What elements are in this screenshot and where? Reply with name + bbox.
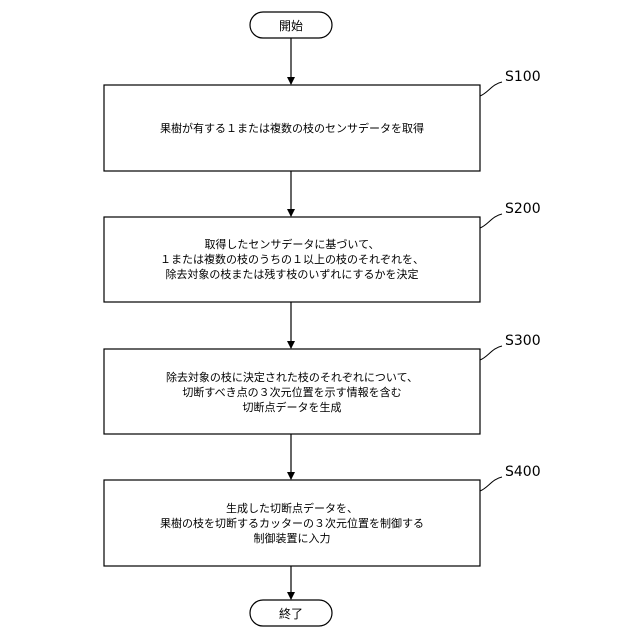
leader-s300 xyxy=(480,346,502,360)
step-text-s200-line-1: 取得したセンサデータに基づいて、 xyxy=(204,237,379,251)
end-label: 終了 xyxy=(279,606,303,621)
leader-s200 xyxy=(480,214,502,228)
step-text-s400-line-1: 生成した切断点データを、 xyxy=(226,501,358,515)
step-text-s200-line-2: １または複数の枝のうちの１以上の枝のそれぞれを、 xyxy=(160,252,424,266)
step-id-s400: S400 xyxy=(505,464,541,480)
step-text-s400-line-2: 果樹の枝を切断するカッターの３次元位置を制御する xyxy=(160,516,424,530)
step-text-s300-line-1: 除去対象の枝に決定された枝のそれぞれについて、 xyxy=(166,370,418,384)
step-text-s300-line-3: 切断点データを生成 xyxy=(243,400,342,414)
leader-s400 xyxy=(480,477,502,491)
leader-s100 xyxy=(480,82,502,96)
step-id-s100: S100 xyxy=(505,69,541,85)
step-id-s300: S300 xyxy=(505,333,541,349)
step-text-s100-line-1: 果樹が有する１または複数の枝のセンサデータを取得 xyxy=(160,121,424,135)
step-text-s200-line-3: 除去対象の枝または残す枝のいずれにするかを決定 xyxy=(165,267,418,281)
step-id-s200: S200 xyxy=(505,201,541,217)
step-text-s400-line-3: 制御装置に入力 xyxy=(254,531,331,545)
start-label: 開始 xyxy=(279,19,303,33)
step-text-s300-line-2: 切断すべき点の３次元位置を示す情報を含む xyxy=(182,385,401,399)
